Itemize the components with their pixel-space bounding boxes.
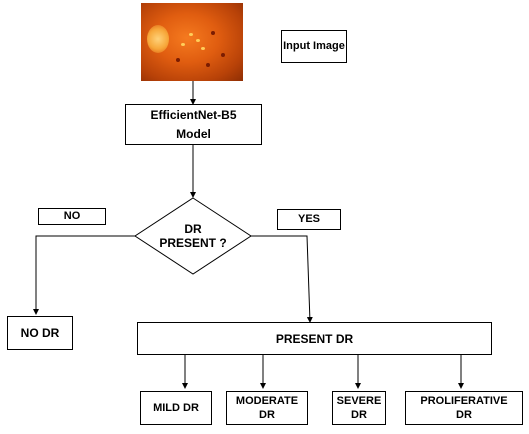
decision-text: DR PRESENT ?: [159, 222, 227, 250]
no-label: NO: [38, 208, 106, 225]
moderate-dr-box: MODERATE DR: [226, 391, 308, 425]
input-image-label: Input Image: [281, 30, 347, 63]
no-dr-box: NO DR: [7, 316, 73, 350]
proliferative-dr-box: PROLIFERATIVE DR: [405, 391, 523, 425]
present-dr-box: PRESENT DR: [137, 322, 492, 355]
retinal-fundus-image: [141, 3, 243, 81]
arrow-yes-branch: [251, 235, 313, 323]
arrow-no-branch: [33, 235, 135, 315]
yes-label: YES: [277, 209, 341, 230]
model-box: EfficientNet-B5 Model: [125, 104, 262, 145]
decision-diamond: [134, 197, 252, 275]
severe-dr-box: SEVERE DR: [332, 391, 386, 425]
model-label: Model: [176, 126, 211, 141]
mild-dr-box: MILD DR: [140, 391, 212, 425]
model-name: EfficientNet-B5: [150, 107, 237, 122]
